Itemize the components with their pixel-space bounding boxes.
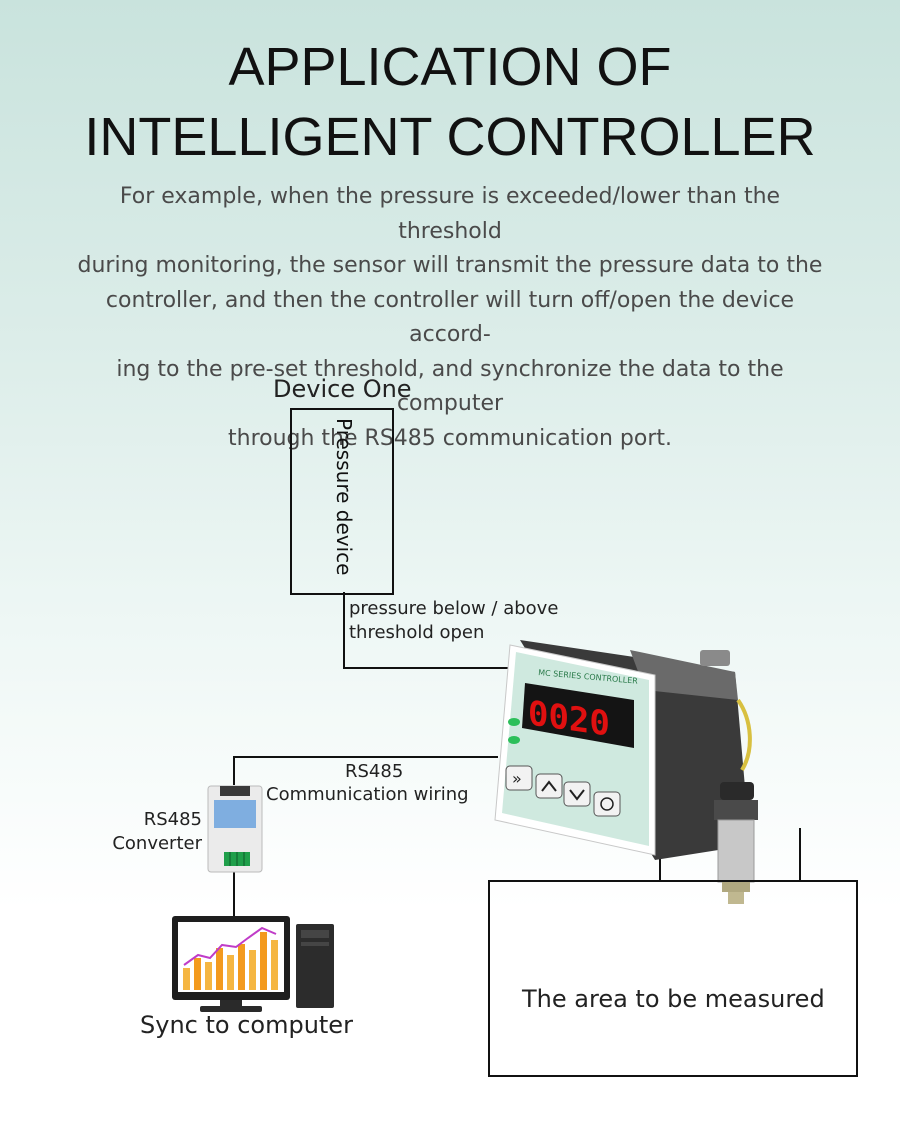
description-line: controller, and then the controller will…	[105, 287, 795, 348]
monitor-neck	[220, 1000, 242, 1006]
screen-bar	[216, 948, 223, 990]
tower-slot	[301, 942, 329, 946]
controller-wire	[736, 698, 752, 772]
chart-bars	[183, 932, 278, 990]
pressure-sensor	[714, 782, 758, 904]
controller-button-down[interactable]	[563, 781, 591, 807]
description-line: ing to the pre-set threshold, and synchr…	[116, 356, 784, 417]
threshold-signal-label-line-1: pressure below / above	[349, 598, 559, 619]
chevron-down-icon	[569, 789, 585, 801]
status-led-1	[508, 718, 520, 726]
pressure-device-box	[290, 408, 394, 595]
controller-button-up[interactable]	[535, 773, 563, 799]
description-line: For example, when the pressure is exceed…	[119, 184, 781, 244]
rs485-wiring-label-line-1: RS485	[345, 761, 404, 782]
screen-bar	[238, 944, 245, 990]
device-to-controller-line	[343, 592, 512, 669]
status-led-2	[508, 736, 520, 744]
description-line: during monitoring, the sensor will trans…	[77, 253, 823, 278]
tower-drive	[301, 930, 329, 938]
screen-bar	[194, 958, 201, 990]
description: For example, when the pressure is exceed…	[70, 180, 830, 456]
device-one-heading: Device One	[273, 375, 412, 403]
double-chevron-icon: »	[512, 769, 522, 788]
measure-area-label: The area to be measured	[522, 985, 825, 1013]
page-title-line-1: APPLICATION OF	[228, 37, 672, 97]
controller-button-next[interactable]	[505, 765, 533, 791]
controller-clamp	[700, 650, 730, 666]
converter-top-terminal	[220, 786, 250, 796]
screen-bar	[183, 968, 190, 990]
screen-bar	[205, 962, 212, 990]
screen-trend-line	[183, 926, 277, 966]
controller-button-set[interactable]	[593, 791, 621, 817]
rs485-converter	[207, 785, 263, 873]
threshold-signal-label-line-2: threshold open	[349, 622, 485, 643]
sensor-hex	[722, 882, 750, 892]
set-icon	[600, 797, 614, 811]
pressure-device-label: Pressure device	[332, 418, 356, 576]
screen-bar	[227, 955, 234, 990]
screen-bar	[260, 932, 267, 990]
page-title-line-2: INTELLIGENT CONTROLLER	[84, 107, 816, 167]
sensor-collar	[714, 800, 758, 820]
rs485-wiring-line	[233, 756, 498, 785]
screen-bar	[271, 940, 278, 990]
converter-label-line-1: RS485	[143, 809, 202, 830]
monitor-base	[200, 1006, 262, 1012]
sensor-cap	[720, 782, 754, 800]
converter-label-line-2: Converter	[112, 833, 202, 854]
controller-device: MC SERIES CONTROLLER 0020 »	[494, 640, 752, 860]
measure-area-box	[488, 880, 858, 1077]
computer	[172, 916, 334, 1012]
sensor-thread	[728, 892, 744, 904]
computer-label: Sync to computer	[140, 1011, 353, 1039]
description-line: through the RS485 communication port.	[228, 425, 672, 451]
controller-display	[522, 683, 634, 748]
rs485-wiring-label-line-2: Communication wiring	[266, 784, 469, 805]
sensor-body	[717, 819, 755, 883]
chevron-up-icon	[541, 780, 557, 792]
screen-bar	[249, 950, 256, 990]
converter-label-panel	[214, 800, 256, 828]
controller-top	[630, 650, 738, 700]
